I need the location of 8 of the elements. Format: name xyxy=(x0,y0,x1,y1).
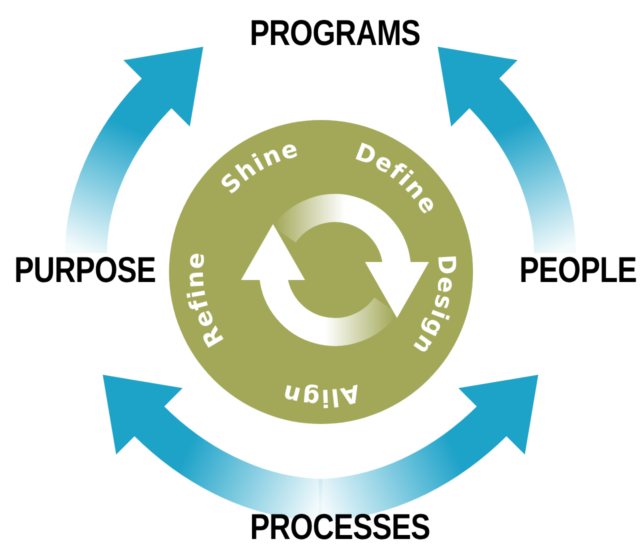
curved-arrow xyxy=(65,45,202,254)
category-label: PROGRAMS xyxy=(250,15,420,51)
curved-arrow xyxy=(439,45,576,254)
curved-arrow xyxy=(318,376,540,521)
category-label: PURPOSE xyxy=(14,252,156,288)
step-label: Align xyxy=(279,378,363,412)
category-label: PEOPLE xyxy=(519,252,637,288)
category-label: PROCESSES xyxy=(250,509,430,545)
